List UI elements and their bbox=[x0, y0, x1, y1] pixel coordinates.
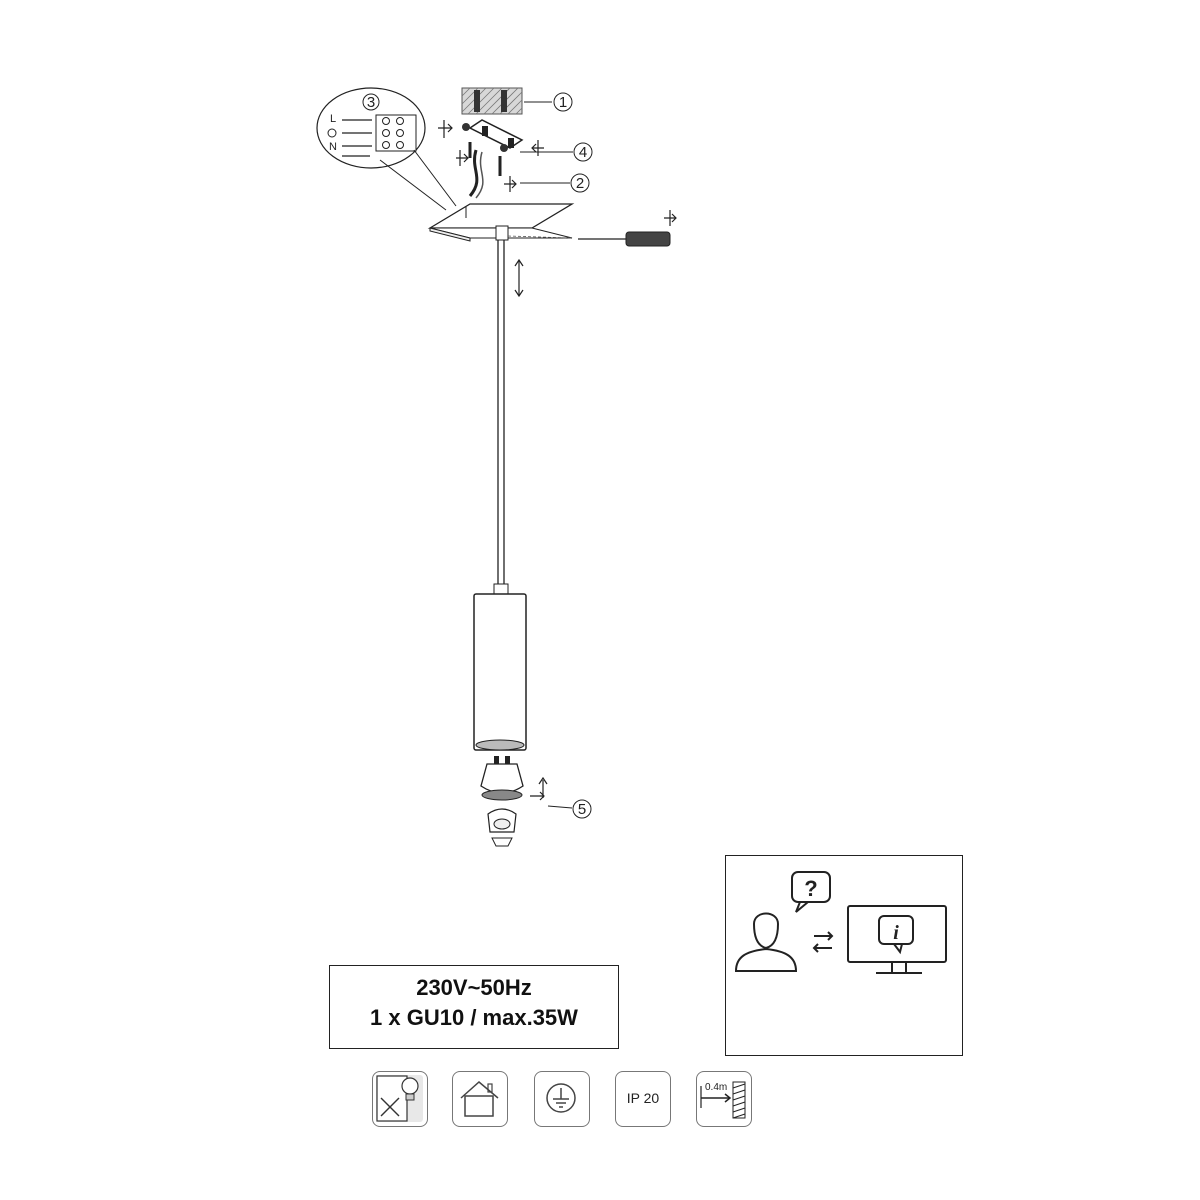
pendant-shade bbox=[473, 583, 527, 751]
neutral-label: N bbox=[329, 141, 337, 153]
canopy bbox=[427, 203, 677, 247]
home-use-icon bbox=[452, 1071, 508, 1127]
callout-5: 5 bbox=[578, 801, 586, 818]
min-distance-icon: 0.4m bbox=[696, 1071, 752, 1127]
svg-text:i: i bbox=[893, 922, 899, 944]
protective-earth-icon bbox=[534, 1071, 590, 1127]
voltage-spec: 230V~50Hz bbox=[416, 975, 532, 1000]
electrical-spec-box: 230V~50Hz 1 x GU10 / max.35W bbox=[329, 965, 619, 1049]
gu10-socket bbox=[487, 808, 517, 847]
no-dimmer-lamp-icon bbox=[372, 1071, 428, 1127]
ip-rating-label: IP 20 bbox=[626, 1090, 660, 1106]
customer-support-icon: ? i bbox=[734, 871, 947, 974]
distance-label: 0.4m bbox=[705, 1082, 727, 1093]
callout-2: 2 bbox=[576, 175, 584, 192]
mounting-bracket: 4 2 bbox=[438, 119, 593, 199]
wiring-detail: 3 L N bbox=[316, 87, 457, 211]
gu10-bulb: 5 bbox=[480, 756, 592, 819]
customer-support-box: ? i bbox=[725, 855, 963, 1056]
callout-4: 4 bbox=[579, 144, 587, 161]
ceiling-mounting-area: 1 bbox=[461, 87, 573, 115]
callout-1: 1 bbox=[559, 94, 567, 111]
suspension-cable bbox=[497, 240, 524, 586]
earth-symbol-icon bbox=[327, 128, 337, 138]
callout-3: 3 bbox=[367, 94, 375, 111]
live-label: L bbox=[330, 113, 336, 125]
svg-text:?: ? bbox=[804, 876, 817, 901]
bulb-spec: 1 x GU10 / max.35W bbox=[370, 1005, 578, 1030]
ip-rating-icon: IP 20 bbox=[615, 1071, 671, 1127]
